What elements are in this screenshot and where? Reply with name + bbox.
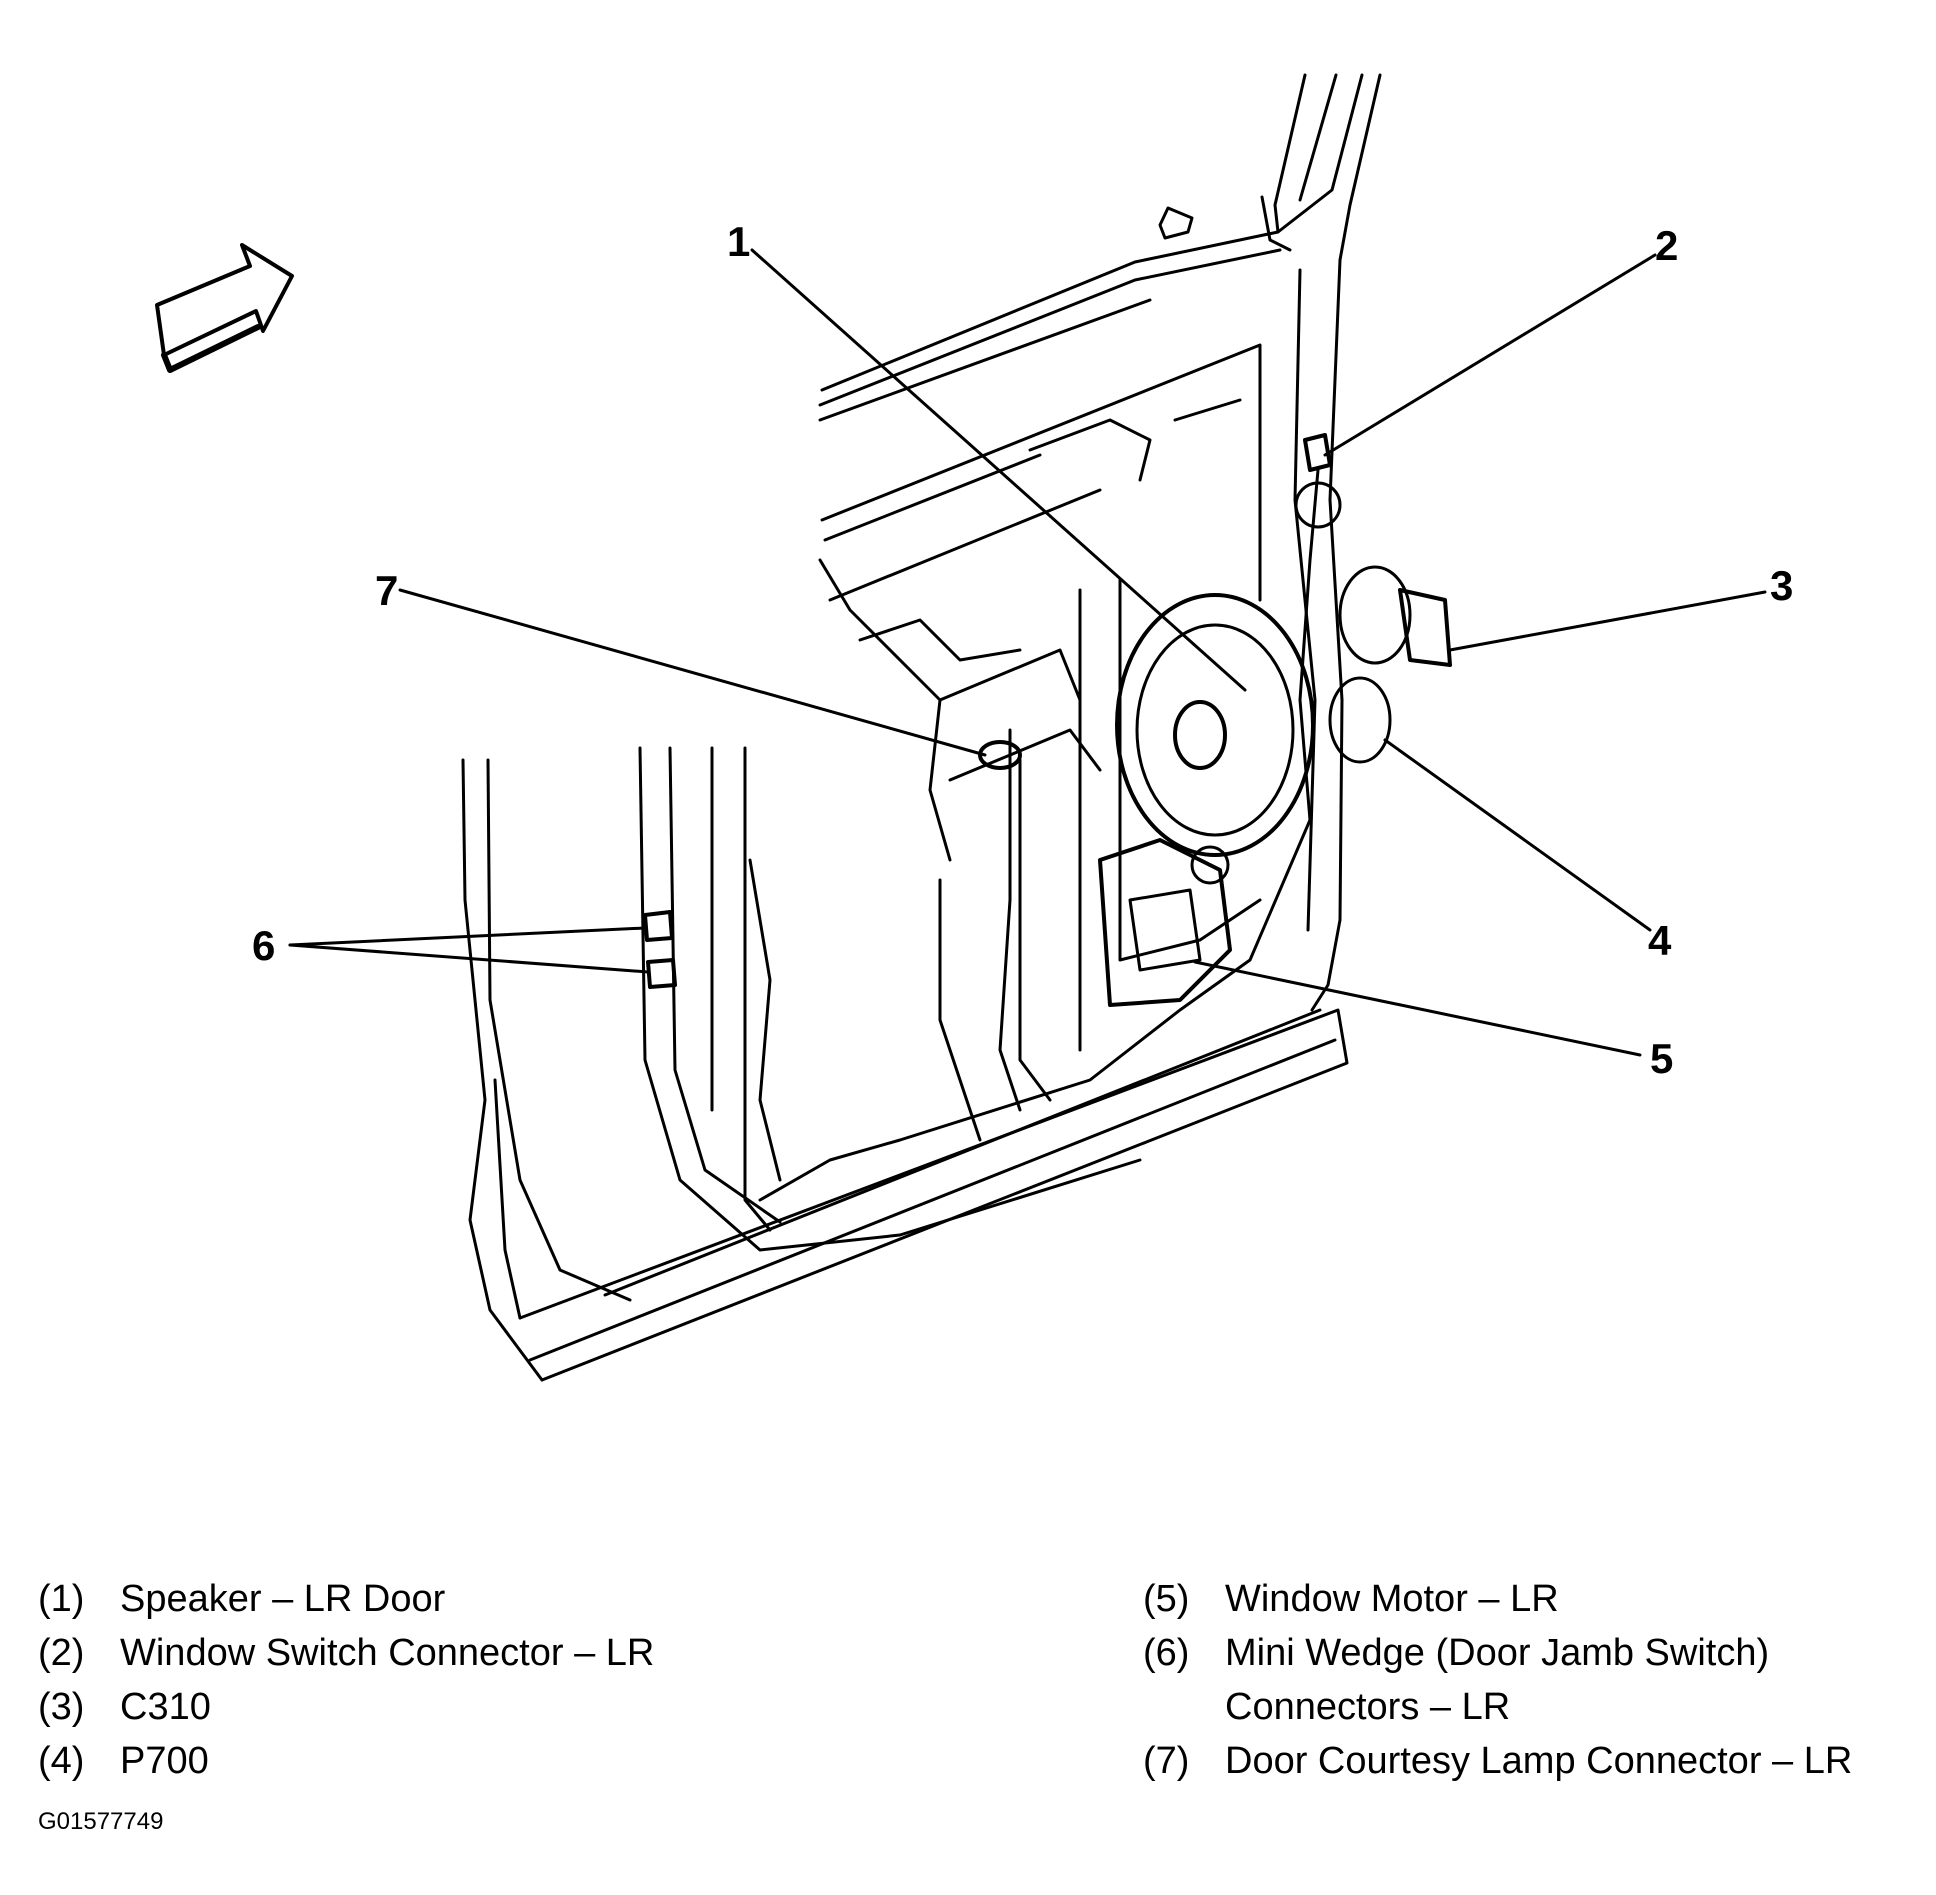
legend-item: (1)Speaker – LR Door xyxy=(38,1578,446,1620)
leader-lines xyxy=(288,248,1767,1057)
legend-item: (5)Window Motor – LR xyxy=(1143,1578,1559,1620)
figure-id: G01577749 xyxy=(38,1808,164,1835)
callout-6: 6 xyxy=(252,922,275,969)
legend-item: (3)C310 xyxy=(38,1686,211,1728)
callout-5: 5 xyxy=(1650,1035,1673,1082)
legend-item: (4)P700 xyxy=(38,1740,209,1782)
door-wiring-diagram: 1 2 3 4 5 6 7 xyxy=(155,73,1793,1382)
callout-4: 4 xyxy=(1648,917,1672,964)
direction-arrow-icon xyxy=(155,243,294,373)
legend-right: (5)Window Motor – LR (6)Mini Wedge (Door… xyxy=(1143,1572,1852,1788)
legend-left: (1)Speaker – LR Door (2)Window Switch Co… xyxy=(38,1572,654,1788)
callout-7: 7 xyxy=(375,567,398,614)
callout-2: 2 xyxy=(1655,222,1678,269)
door-panel-outline xyxy=(461,73,1452,1382)
callout-1: 1 xyxy=(727,218,750,265)
legend-item: (6)Mini Wedge (Door Jamb Switch) Connect… xyxy=(1143,1632,1770,1728)
callout-3: 3 xyxy=(1770,562,1793,609)
legend-item: (2)Window Switch Connector – LR xyxy=(38,1632,655,1674)
legend-item: (7)Door Courtesy Lamp Connector – LR xyxy=(1143,1740,1853,1782)
